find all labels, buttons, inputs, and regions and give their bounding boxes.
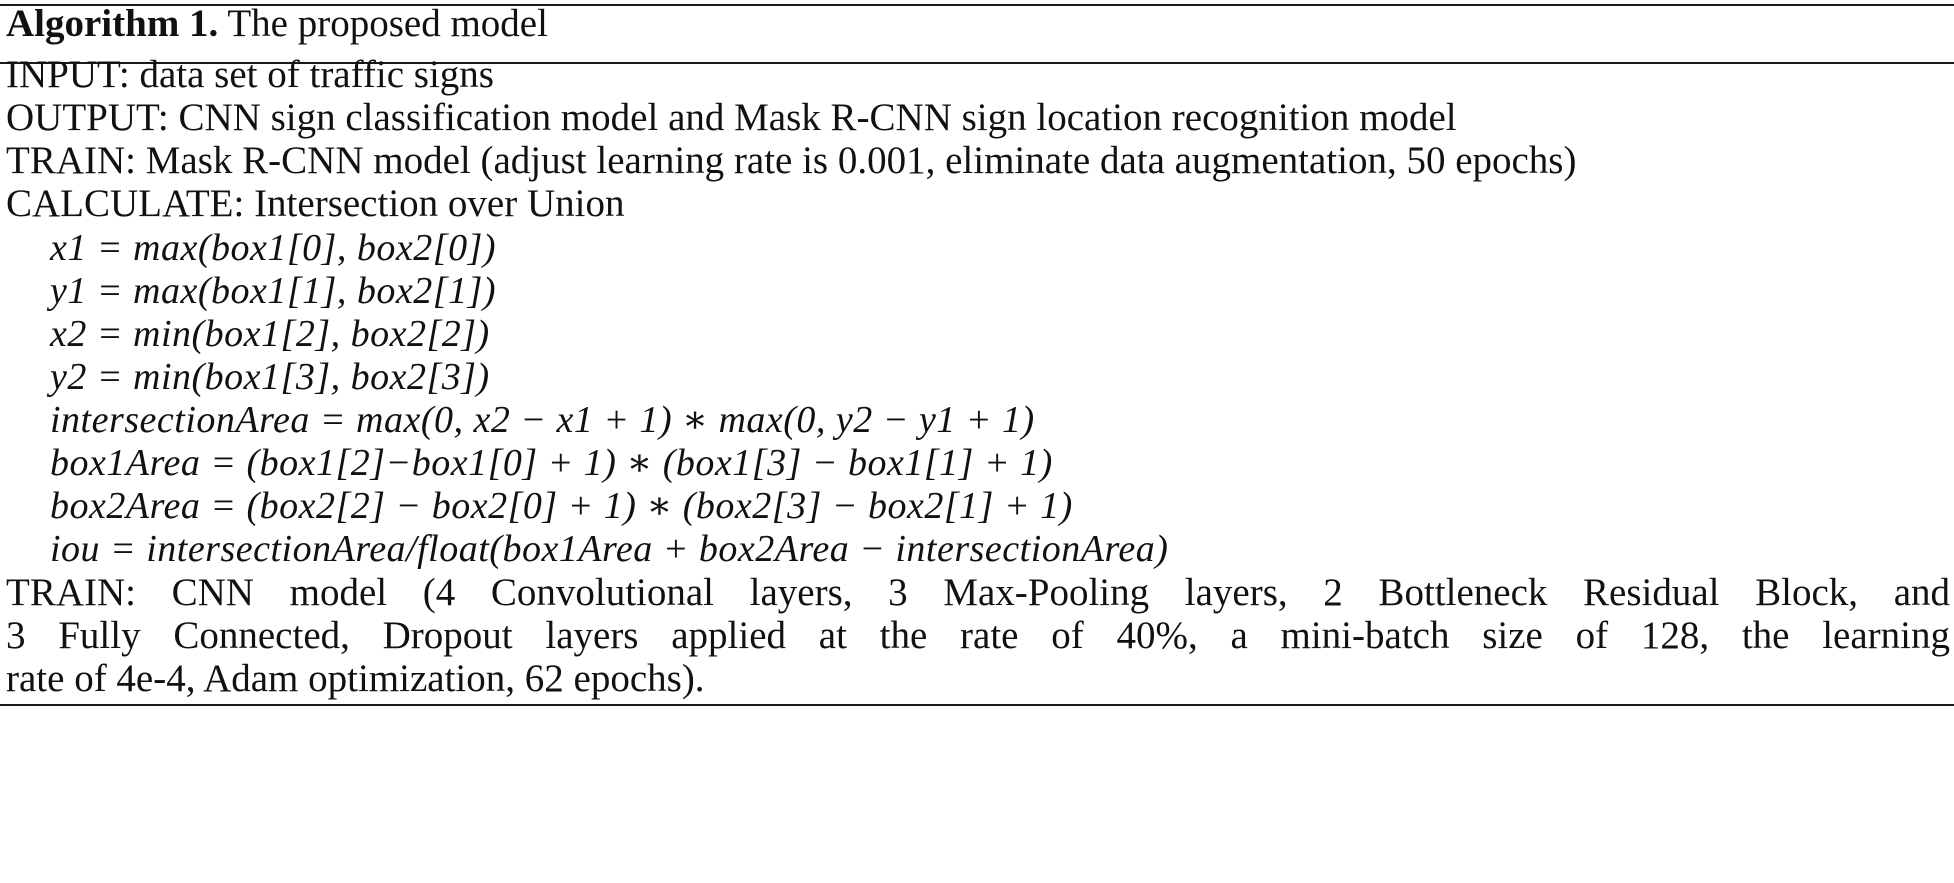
- train-cnn-line-2: 3 Fully Connected, Dropout layers applie…: [6, 614, 1950, 657]
- code-line-x1: x1 = max(box1[0], box2[0]): [50, 227, 497, 269]
- code-line-box1area: box1Area = (box1[2]−box1[0] + 1) ∗ (box1…: [50, 442, 1053, 484]
- code-line-box2area: box2Area = (box2[2] − box2[0] + 1) ∗ (bo…: [50, 485, 1073, 527]
- calculate-step: CALCULATE: Intersection over Union: [6, 182, 625, 225]
- train-cnn-line-3: rate of 4e-4, Adam optimization, 62 epoc…: [6, 657, 705, 700]
- code-line-y1: y1 = max(box1[1], box2[1]): [50, 270, 497, 312]
- code-line-y2: y2 = min(box1[3], box2[3]): [50, 356, 490, 398]
- top-rule: [0, 4, 1954, 6]
- caption-label: Algorithm 1.: [6, 2, 219, 45]
- caption-rule: [0, 62, 1954, 64]
- code-line-x2: x2 = min(box1[2], box2[2]): [50, 313, 490, 355]
- train-mask-step: TRAIN: Mask R-CNN model (adjust learning…: [6, 139, 1577, 182]
- train-cnn-line-1: TRAIN: CNN model (4 Convolutional layers…: [6, 571, 1950, 614]
- caption-title: The proposed model: [227, 2, 548, 45]
- output-step: OUTPUT: CNN sign classification model an…: [6, 96, 1457, 139]
- bottom-rule: [0, 704, 1954, 706]
- code-line-intersection: intersectionArea = max(0, x2 − x1 + 1) ∗…: [50, 399, 1035, 441]
- code-line-iou: iou = intersectionArea/float(box1Area + …: [50, 528, 1169, 570]
- algorithm-caption: Algorithm 1. The proposed model: [6, 2, 548, 46]
- input-step: INPUT: data set of traffic signs: [6, 53, 494, 96]
